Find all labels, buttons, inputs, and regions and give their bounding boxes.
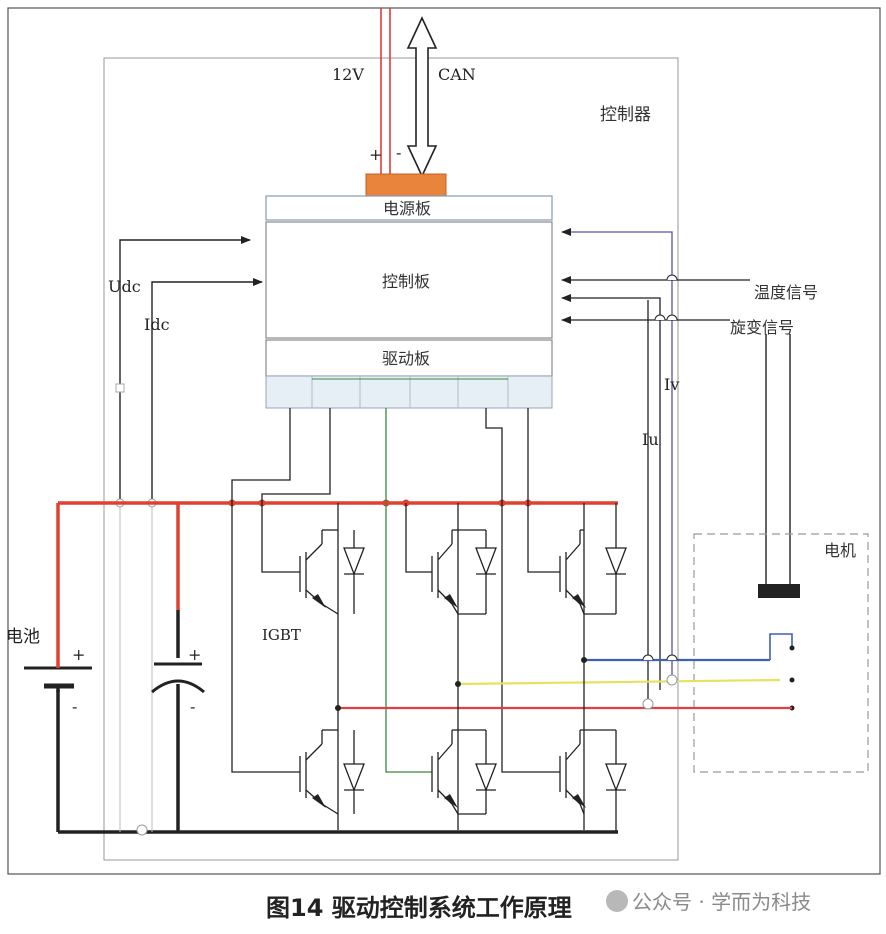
iu-label: Iu bbox=[642, 430, 659, 449]
iv-signal-wire bbox=[561, 294, 661, 690]
drive-board-terminals bbox=[265, 375, 553, 409]
udc-wire bbox=[119, 236, 251, 500]
minus-top-label: - bbox=[396, 143, 401, 162]
power-board-label: 电源板 bbox=[383, 199, 431, 218]
power-board bbox=[265, 195, 553, 221]
igbt-leg-w bbox=[559, 503, 627, 832]
battery-label: 电池 bbox=[6, 627, 40, 647]
cap-minus: - bbox=[190, 697, 195, 716]
outer-frame bbox=[7, 7, 881, 875]
plus-top-label: + bbox=[369, 145, 382, 164]
drive-board-label: 驱动板 bbox=[382, 349, 430, 368]
controller-label: 控制器 bbox=[600, 105, 651, 125]
battery-minus: - bbox=[72, 697, 77, 716]
figure-caption: 图14 驱动控制系统工作原理 bbox=[266, 894, 572, 922]
can-bus-arrow bbox=[406, 16, 438, 178]
idc-wire bbox=[151, 278, 263, 500]
idc-label: Idc bbox=[144, 315, 170, 334]
motor-box bbox=[693, 533, 869, 773]
v12-label: 12V bbox=[332, 65, 364, 84]
controller-enclosure bbox=[103, 57, 679, 861]
motor-label: 电机 bbox=[824, 541, 856, 560]
igbt-label: IGBT bbox=[262, 626, 301, 644]
motor-sensor-connector bbox=[758, 584, 800, 598]
purple-signal-wire bbox=[561, 228, 673, 684]
drive-board bbox=[265, 339, 553, 377]
igbt-leg-v bbox=[431, 503, 497, 830]
watermark: 公众号 · 学而为科技 bbox=[632, 890, 812, 914]
resolver-signal-label: 旋变信号 bbox=[730, 318, 794, 337]
udc-label: Udc bbox=[108, 277, 141, 296]
dc-link-capacitor bbox=[151, 662, 205, 694]
battery-symbol bbox=[24, 650, 92, 692]
can-label: CAN bbox=[438, 65, 476, 84]
control-board-label: 控制板 bbox=[382, 272, 430, 291]
temp-signal-label: 温度信号 bbox=[754, 283, 818, 302]
wechat-icon bbox=[606, 890, 628, 912]
iv-label: Iv bbox=[664, 375, 679, 394]
control-board bbox=[265, 221, 553, 339]
igbt-leg-u bbox=[299, 503, 365, 830]
cap-plus: + bbox=[188, 645, 201, 664]
phase-v-line bbox=[457, 678, 781, 686]
battery-plus: + bbox=[72, 645, 85, 664]
power-connector bbox=[365, 173, 447, 197]
